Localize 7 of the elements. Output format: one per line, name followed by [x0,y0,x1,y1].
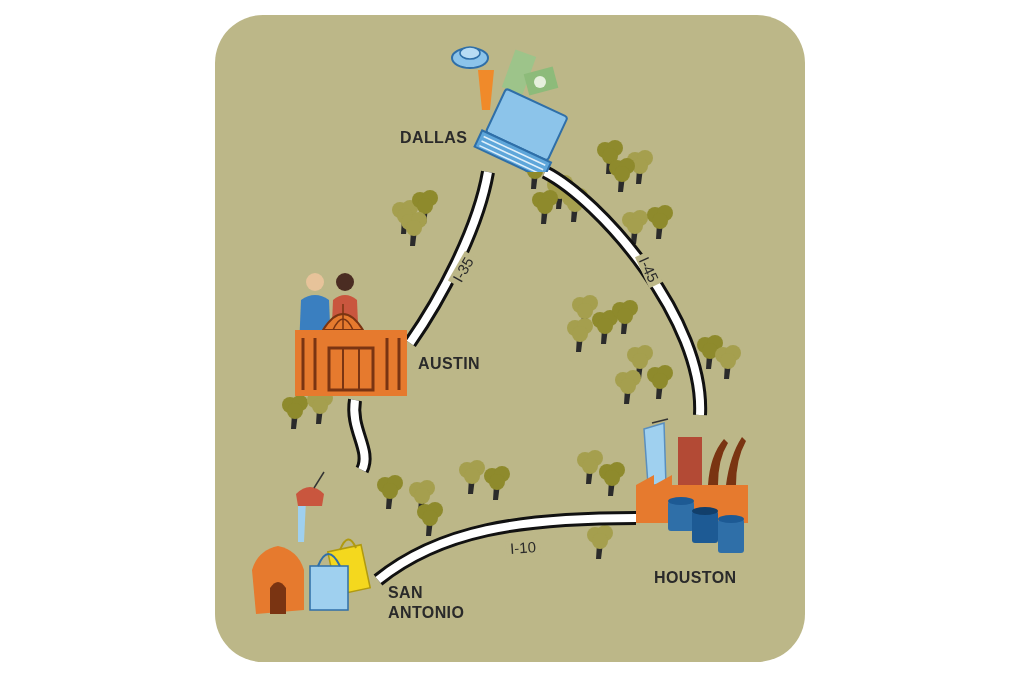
city-name: SAN ANTONIO [388,583,466,623]
road [347,399,372,473]
road [541,166,707,416]
road [373,511,637,586]
city-name: DALLAS [400,128,469,148]
city-name: HOUSTON [654,568,738,588]
city-name: AUSTIN [418,354,481,374]
